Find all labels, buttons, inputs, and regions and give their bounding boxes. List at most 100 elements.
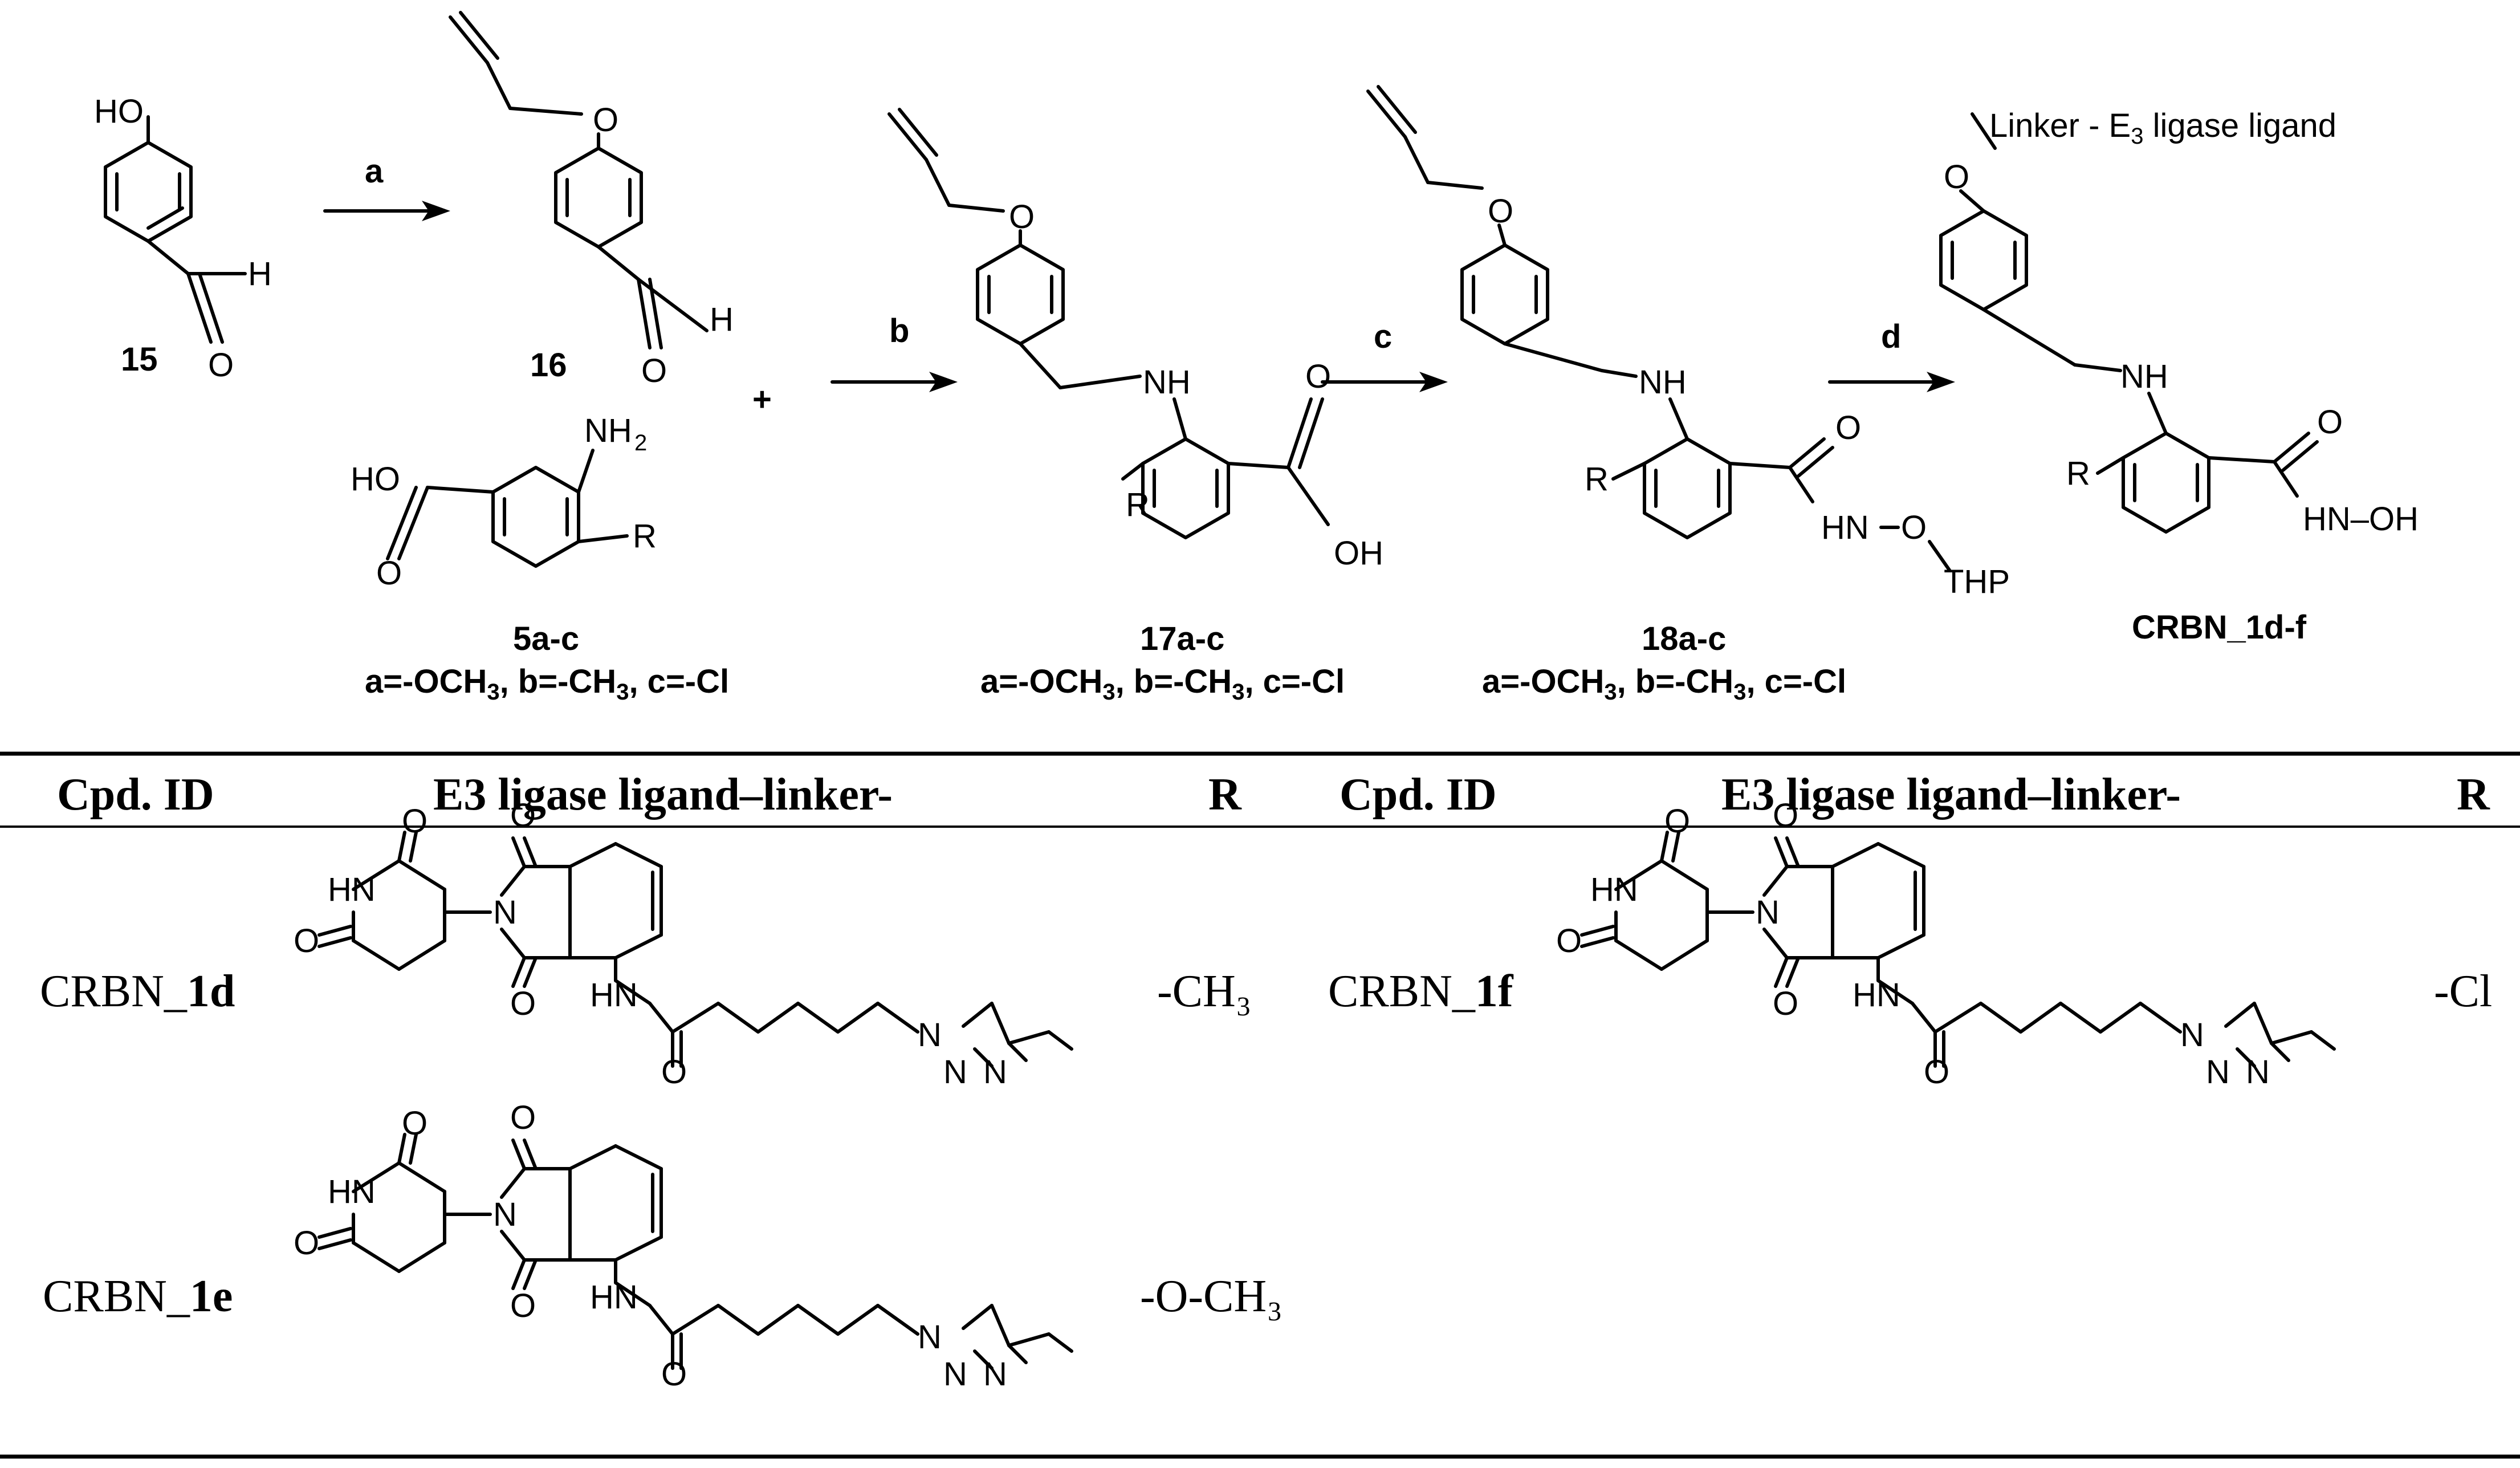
ligand-bond (648, 1002, 674, 1034)
ligand-bond (1774, 836, 1789, 868)
substituents-17: a=-OCH3, b=-CH3, c=-Cl (980, 663, 1345, 705)
ligand-atom-label: O (1773, 797, 1798, 834)
ligand-bond (397, 1241, 446, 1273)
ligand-bond (1785, 836, 1800, 868)
arrow-d: d (1828, 318, 1955, 392)
ligand-bond (796, 1304, 840, 1336)
ligand-bond (1007, 1332, 1051, 1347)
ligand-bond (1933, 1002, 1982, 1034)
thp-label: THP (1944, 563, 2010, 600)
ligand-bond (614, 979, 652, 1005)
ligand-atom-label: HN (328, 871, 376, 908)
ligand-bond (352, 939, 401, 971)
ligand-bond (671, 1002, 720, 1034)
linker-label: Linker - E3 ligase ligand (1989, 107, 2336, 149)
ligand-bond (990, 1304, 1011, 1347)
header-ligand-1: E3 ligase ligand–linker- (433, 770, 893, 820)
ligand-bond (317, 936, 352, 948)
hydroxyl-label: HO (94, 93, 144, 130)
ligand-bond (409, 831, 418, 863)
ligand-bond (523, 956, 538, 988)
ligand-atom-label: HN (1590, 871, 1638, 908)
ligand-bond (973, 1047, 994, 1068)
ligand-bond (2236, 1047, 2256, 1068)
structure-15: HO H O 15 (94, 93, 272, 384)
header-cpd-id-2: Cpd. ID (1340, 770, 1497, 820)
ligand-bond (1774, 956, 1789, 988)
ligand-bond (352, 1241, 401, 1273)
ligand-bond (1580, 936, 1615, 948)
ligand-bond (500, 928, 526, 959)
structure-5: NH 2 R HO O 5a-c a=-OCH3, b=-CH3, c=-Cl (351, 412, 729, 705)
ligand-atom-label: HN (590, 977, 638, 1014)
compound-table: Cpd. ID E3 ligase ligand–linker- R Cpd. … (0, 751, 2520, 1459)
arrow-c: c (1321, 318, 1448, 392)
ligand-bond (716, 1002, 760, 1034)
ligand-bond (973, 1349, 994, 1370)
ligand-bond (1580, 925, 1615, 937)
compound-15-label: 15 (121, 341, 158, 378)
ligand-bond (796, 1002, 840, 1034)
ligand-bond (1047, 1332, 1073, 1353)
header-r-2: R (2457, 770, 2490, 820)
row-id-1e: CRBN_1e (43, 1271, 233, 1321)
ligand-bond (756, 1304, 800, 1336)
ligand-bond (1876, 842, 1925, 868)
ligand-bond (2019, 1002, 2062, 1034)
ligand-bond (352, 859, 401, 891)
aldehyde16-o-label: O (641, 352, 667, 389)
r-group-5-label: R (633, 518, 657, 555)
ligand-bond (511, 1138, 526, 1170)
ligand-atom-label: N (918, 1319, 942, 1356)
row-id-1d: CRBN_1d (40, 966, 235, 1016)
r18-label: R (1585, 461, 1609, 498)
ligand-bond (500, 865, 526, 897)
ligand-bond (1660, 859, 1709, 891)
row-r-1d: -CH₃ (1157, 966, 1252, 1016)
compound-final-label: CRBN_1d-f (2132, 609, 2307, 646)
plus-sign: + (752, 381, 772, 418)
ligand-bond (2253, 1002, 2273, 1045)
row-id-1f: CRBN_1f (1328, 966, 1514, 1016)
ligand-bond (836, 1304, 880, 1336)
compound-16-label: 16 (530, 347, 567, 384)
final-hnoh-label: HN–OH (2303, 501, 2419, 538)
step-b-label: b (889, 312, 909, 349)
ligand-atom-label: N (918, 1016, 942, 1054)
ligand-bond (397, 1161, 446, 1193)
ligand-bond (1007, 1030, 1051, 1045)
ligand-atom-label: O (661, 1356, 687, 1393)
ligand-atom-label: O (510, 797, 536, 834)
ligand-bond (962, 1304, 994, 1330)
amide18-o-label: O (1835, 409, 1861, 446)
ligand-bond (2270, 1030, 2313, 1045)
acid5-o-label: O (376, 555, 402, 592)
ligand-bond (614, 933, 663, 959)
ligand-atom-label: N (943, 1054, 967, 1091)
acid5-ho-label: HO (351, 461, 400, 498)
compound-5-label: 5a-c (513, 620, 579, 657)
o18-label: O (1901, 509, 1927, 546)
ligand-bond (836, 1002, 880, 1034)
ligand-bond (1007, 1344, 1028, 1364)
ligand-atom-label: N (2206, 1054, 2230, 1091)
ligand-atom-label: O (510, 985, 536, 1022)
ligand-bond (1047, 1030, 1073, 1051)
ligand-atom-label: O (1773, 985, 1798, 1022)
ligand-atom-label: HN (1853, 977, 1900, 1014)
ligand-bond (1876, 979, 1914, 1005)
ligand-bond (409, 1133, 418, 1165)
ligand-atom-label: O (402, 803, 428, 840)
ligand-atom-label: N (2180, 1016, 2204, 1054)
substituents-18: a=-OCH3, b=-CH3, c=-Cl (1482, 663, 1846, 705)
ligand-atom-label: O (661, 1054, 687, 1091)
header-cpd-id-1: Cpd. ID (57, 770, 214, 820)
structure-18: O NH R O HN O THP 18a-c a=-OCH3, b=-CH3,… (1366, 85, 2010, 705)
ligand-bond (614, 1144, 663, 1170)
aldehyde-h-label: H (248, 255, 272, 292)
